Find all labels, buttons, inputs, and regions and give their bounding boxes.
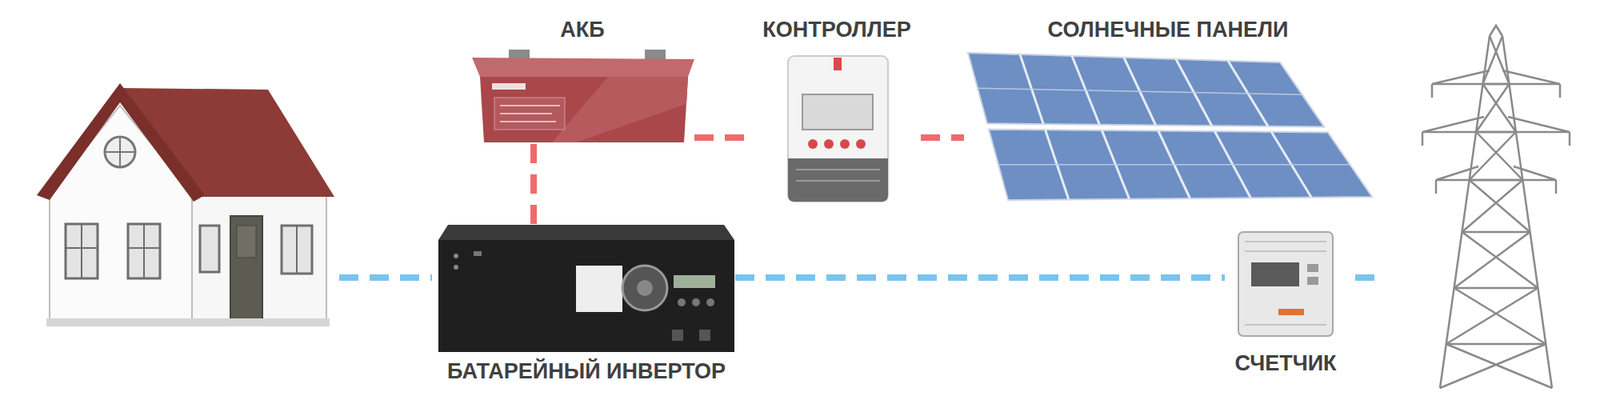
inverter-box: БАТАРЕЙНЫЙ ИНВЕРТОР [437,224,736,385]
pylon-drawing [1422,25,1570,388]
meter-drawing [1238,232,1333,336]
component-label: АКБ [556,16,608,44]
solar-panel-box: СОЛНЕЧНЫЕ ПАНЕЛИ [964,16,1372,202]
dashed-connector [735,274,1225,281]
solar-panel-drawing [968,52,1372,200]
component-label: КОНТРОЛЛЕР [759,16,914,44]
inverter-drawing [438,224,735,352]
dashed-connector [694,134,753,141]
dashed-connector [920,134,964,141]
dashed-connector [530,144,537,225]
pylon-line [1355,274,1380,281]
controller-drawing [788,56,888,202]
component-label: СОЛНЕЧНЫЕ ПАНЕЛИ [1044,16,1292,44]
house-line [339,274,432,281]
house-drawing [36,83,335,327]
controller-box: КОНТРОЛЛЕР [752,16,921,205]
component-label: БАТАРЕЙНЫЙ ИНВЕРТОР [444,357,729,385]
meter-box: СЧЕТЧИК [1224,229,1347,377]
battery-drawing [472,49,695,143]
battery-box: АКБ [470,16,695,144]
component-label: СЧЕТЧИК [1231,349,1340,377]
